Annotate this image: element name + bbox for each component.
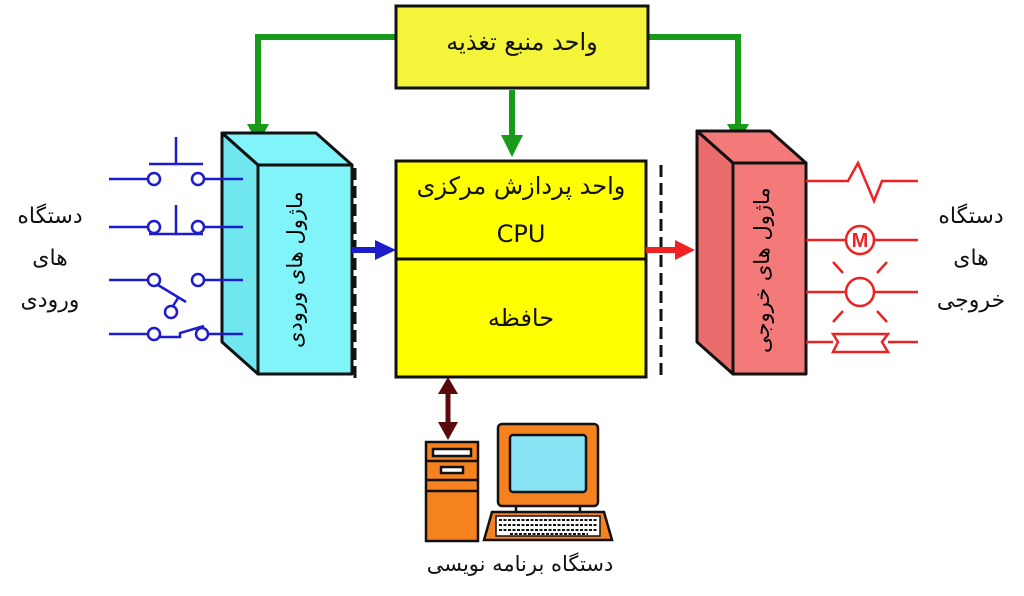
arrow-up-icon [438, 377, 458, 394]
nc-contact-icon [109, 324, 243, 342]
input-switches [109, 137, 243, 342]
power-line-left [255, 34, 396, 125]
horn-icon [806, 332, 918, 354]
output-devices-label: دستگاه های خروجی [918, 196, 1024, 322]
programmer-label: دستگاه برنامه نویسی [426, 552, 614, 576]
computer-monitor-icon [496, 422, 600, 512]
lamp-icon [806, 261, 918, 323]
memory-label: حافظه [487, 304, 555, 332]
memory-box [394, 257, 648, 379]
power-connections [255, 34, 741, 136]
motor-letter: M [852, 230, 869, 252]
output-devices-symbols [806, 160, 918, 354]
arrow-right-icon [675, 240, 695, 260]
output-module-box [695, 129, 808, 376]
arrow-down-icon [438, 422, 458, 440]
power-supply-label: واحد منبع تغذیه [446, 28, 598, 56]
heater-icon [806, 160, 918, 205]
power-supply-box [394, 4, 650, 90]
output-devices-line1: دستگاه [938, 204, 1004, 229]
input-module-box [220, 131, 354, 376]
output-module-label: ماژول های خروجی [750, 187, 774, 354]
limit-switch-icon [109, 272, 243, 320]
cpu-box [394, 159, 648, 261]
arrow-right-icon [375, 240, 396, 260]
input-module-label: ماژول های ورودی [283, 191, 307, 349]
cpu-label-en: CPU [496, 220, 546, 248]
output-devices-line2: های [953, 246, 989, 271]
input-devices-label: دستگاه های ورودی [0, 196, 100, 322]
power-line-right [648, 34, 741, 125]
pushbutton-no-icon [109, 137, 243, 187]
input-devices-line2: های [32, 246, 68, 271]
keyboard-icon [482, 510, 614, 542]
motor-icon [806, 224, 918, 256]
arrow-down-icon [501, 135, 523, 157]
computer-tower-icon [424, 440, 480, 543]
input-devices-line1: دستگاه [17, 204, 83, 229]
cpu-label-fa: واحد پردازش مرکزی [416, 172, 626, 200]
output-devices-line3: خروجی [936, 288, 1006, 313]
pushbutton-nc-icon [109, 205, 243, 236]
input-devices-line3: ورودی [20, 288, 80, 313]
